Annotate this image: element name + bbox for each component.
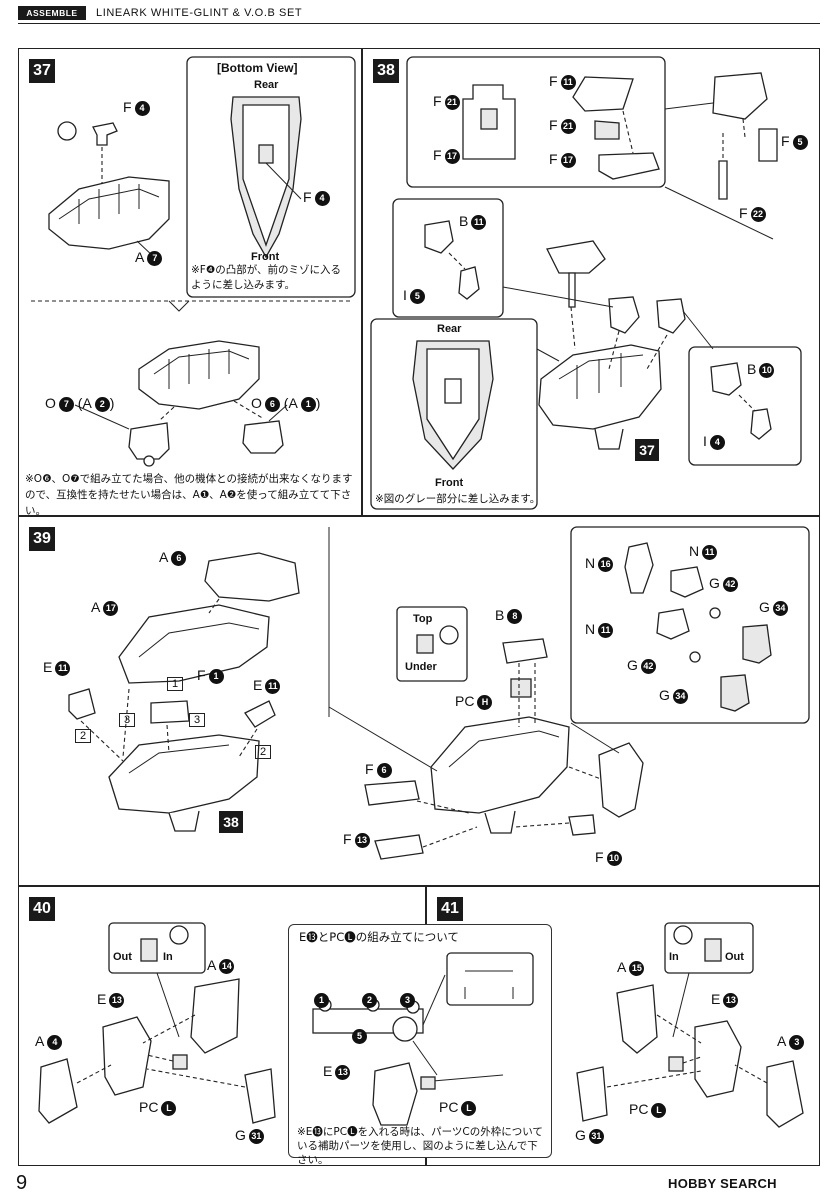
step-38-rear-label: Rear — [437, 323, 462, 335]
step-41-out-label: Out — [725, 951, 744, 963]
assemble-badge: ASSEMBLE — [18, 6, 86, 20]
step-40-illustration — [38, 922, 276, 1124]
step-37-front-label: Front — [251, 251, 280, 263]
runner-callout-5: 5 — [349, 1027, 367, 1044]
step-37-bottom-view-heading: [Bottom View] — [217, 61, 298, 75]
page-number: 9 — [16, 1172, 28, 1194]
step-41-number: 41 — [437, 897, 463, 921]
runner-callout-3: 3 — [397, 991, 415, 1008]
step-41-in-label: In — [669, 951, 679, 963]
step-40-number: 40 — [29, 897, 55, 921]
step-37-compat-note: ※O❻、O❼で組み立てた場合、他の機体との接続が出来なくなりますので、互換性を持… — [25, 473, 353, 517]
step-39-under-label: Under — [405, 661, 437, 673]
e13-pcl-box-title: E⓭とPC🅛の組み立てについて — [299, 930, 459, 944]
step-38-illustration — [370, 56, 802, 510]
step-39-panel: 39 — [18, 516, 820, 886]
e13-pcl-note: ※E⓭にPC🅛を入れる時は、パーツCの外枠についている補助パーツを使用し、図のよ… — [297, 1126, 543, 1166]
step-37-rear-label: Rear — [254, 79, 279, 91]
step-39-order-2b: 2 — [255, 745, 272, 759]
step-40-in-label: In — [163, 951, 173, 963]
kit-title: LINEARK WHITE-GLINT & V.O.B SET — [96, 7, 303, 19]
header-rule — [18, 23, 820, 24]
step-38-gray-note: ※図のグレー部分に差し込みます。 — [375, 493, 541, 505]
step-39-number: 39 — [29, 527, 55, 551]
e13-pcl-illustration — [312, 952, 534, 1126]
hobby-search-watermark: HOBBY SEARCH — [668, 1176, 777, 1191]
step-38-number: 38 — [373, 59, 399, 83]
step-38-panel: 38 — [362, 48, 820, 516]
step-39-ref-38: 38 — [219, 811, 243, 833]
runner-callout-1: 1 — [311, 991, 329, 1008]
step-39-top-label: Top — [413, 613, 433, 625]
page-header: ASSEMBLE LINEARK WHITE-GLINT & V.O.B SET — [18, 4, 820, 24]
step-37-front-note: ※F❹の凸部が、前のミゾに入るように差し込みます。 — [191, 264, 342, 291]
step-41-illustration — [576, 922, 804, 1128]
step-37-illustration — [31, 56, 356, 467]
step-40-out-label: Out — [113, 951, 132, 963]
step-38-front-label: Front — [435, 477, 464, 489]
runner-callout-2: 2 — [359, 991, 377, 1008]
step-39-order-1: 1 — [167, 677, 184, 691]
step-39-order-3b: 3 — [189, 713, 206, 727]
step-38-ref-37: 37 — [635, 439, 659, 461]
step-37-number: 37 — [29, 59, 55, 83]
step-39-illustration — [68, 526, 810, 860]
step-39-order-3a: 3 — [119, 713, 136, 727]
step-39-order-2a: 2 — [75, 729, 92, 743]
